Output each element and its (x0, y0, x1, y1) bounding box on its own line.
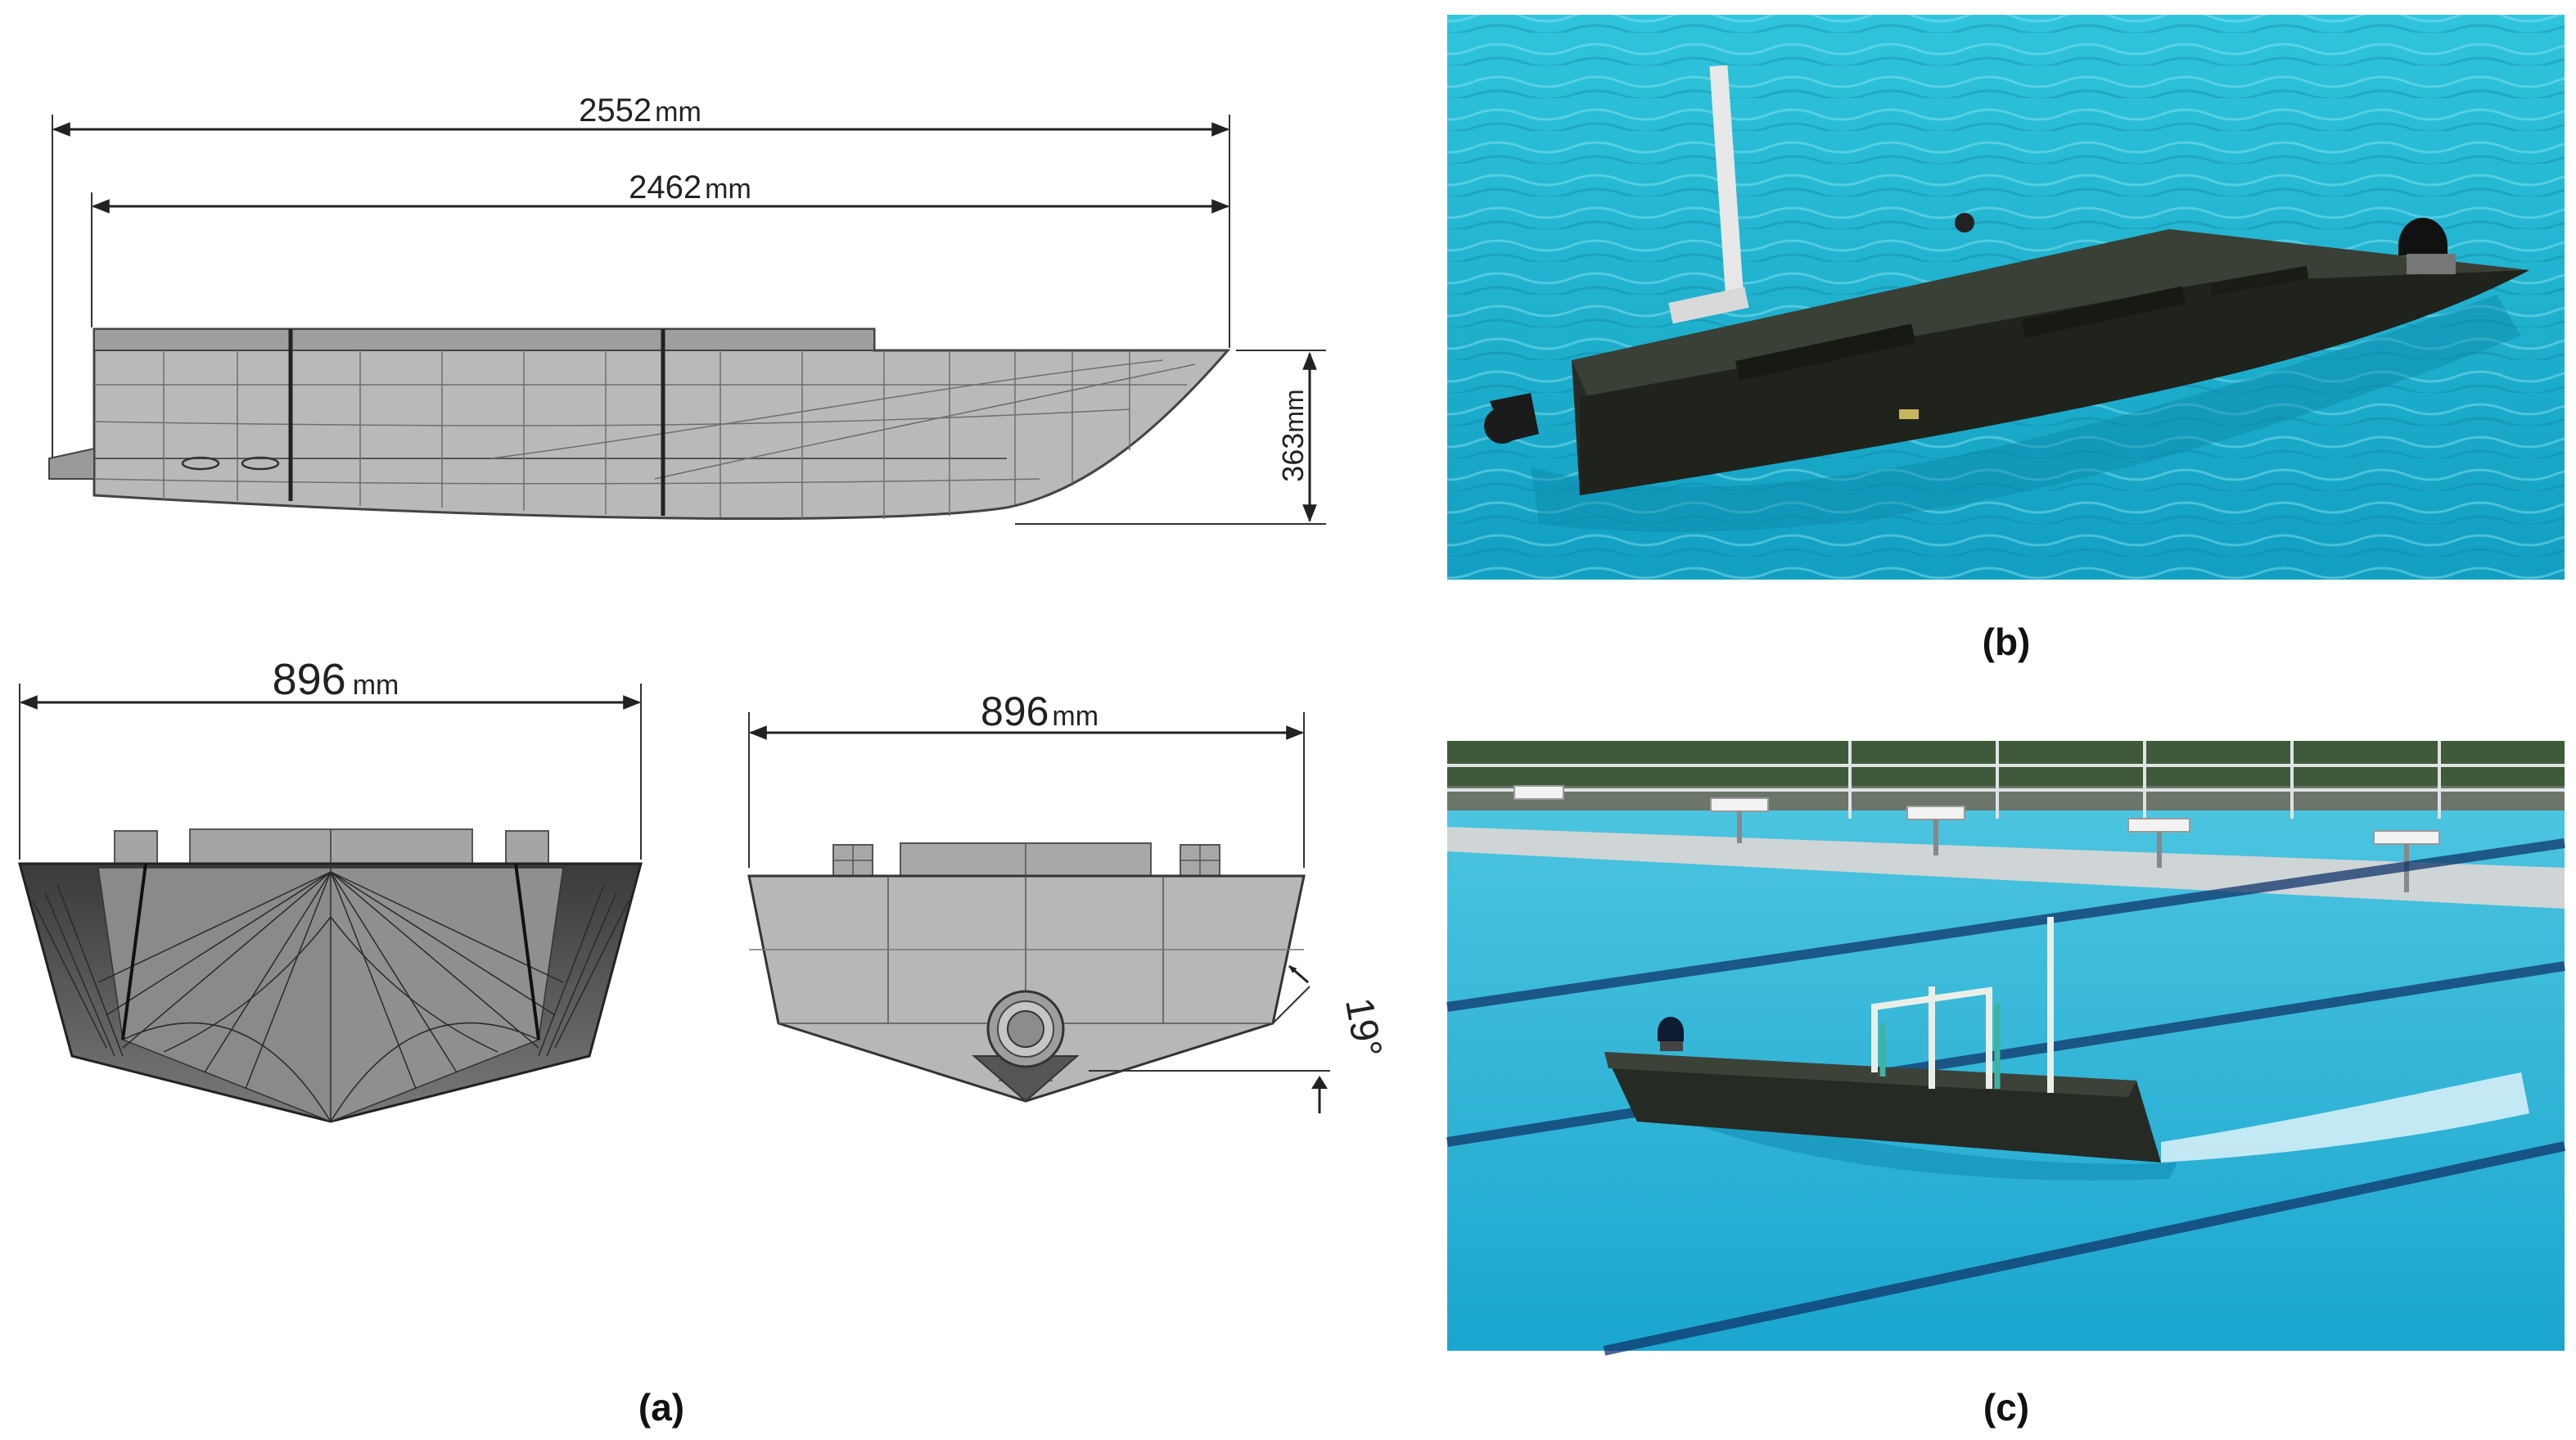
deadrise-angle-label: 19° (1337, 995, 1390, 1061)
photo-boat-closeup (1447, 15, 2565, 580)
caption-b: (b) (1983, 621, 2031, 663)
height-label: 363mm (1276, 389, 1310, 481)
caption-a: (a) (638, 1386, 684, 1429)
front-view-drawing (18, 684, 643, 1123)
caption-c: (c) (1983, 1386, 2029, 1429)
rear-view-drawing (747, 712, 1330, 1113)
side-view-drawing (48, 115, 1326, 525)
photo-pool-overview (1446, 741, 2566, 1356)
